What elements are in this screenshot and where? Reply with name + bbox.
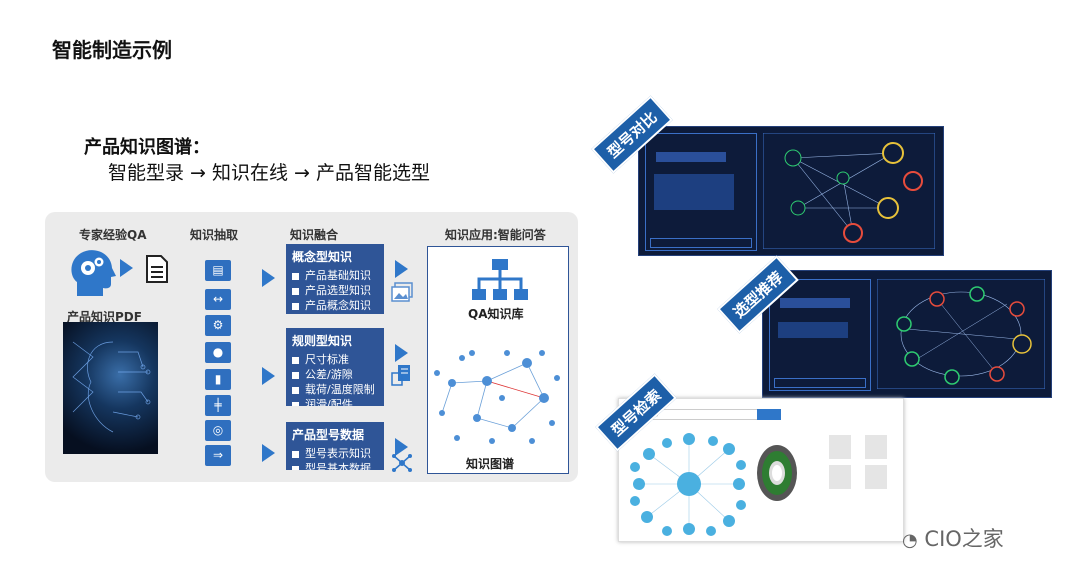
- model-data-box: 产品型号数据 型号表示知识 型号基本数据: [286, 422, 384, 470]
- box-title: 概念型知识: [292, 250, 353, 264]
- circuit-graphic: [72, 341, 151, 433]
- knowledge-diagram: 专家经验QA 知识抽取 知识融合 知识应用:智能问答 产品知识PDF ▤ ↔ ⚙…: [45, 212, 578, 482]
- recommend-screenshot: [762, 270, 1052, 398]
- document-icon: [146, 255, 168, 283]
- extract-dimension-icon: ↔: [205, 289, 231, 310]
- watermark: ◔ CIO之家: [902, 523, 1004, 553]
- col-expert-qa: 专家经验QA: [79, 228, 147, 242]
- images-icon: [391, 282, 413, 302]
- pdf-label: 产品知识PDF: [67, 310, 142, 324]
- col-extract: 知识抽取: [190, 228, 239, 242]
- search-button[interactable]: [757, 409, 781, 420]
- chat-bubble: [778, 322, 848, 338]
- product-thumb[interactable]: [865, 465, 887, 489]
- col-fusion: 知识融合: [290, 228, 339, 242]
- arrow-right-icon: [395, 260, 408, 278]
- box-item: 产品选型知识: [292, 283, 378, 298]
- box-item: 型号基本数据: [292, 461, 378, 470]
- box-title: 规则型知识: [292, 334, 353, 348]
- extract-shaft-icon: ⇒: [205, 445, 231, 466]
- chat-bubble: [654, 174, 734, 210]
- extract-pipe-icon: ╪: [205, 395, 231, 416]
- concept-knowledge-box: 概念型知识 产品基础知识 产品选型知识 产品概念知识: [286, 244, 384, 314]
- col-application: 知识应用:智能问答: [445, 228, 546, 242]
- chat-input[interactable]: [650, 238, 752, 248]
- extract-thermometer-icon: ▮: [205, 369, 231, 390]
- extract-drop-icon: ●: [205, 342, 231, 363]
- model-compare-screenshot: [638, 126, 944, 256]
- chat-bubble: [780, 298, 850, 308]
- arrow-right-icon: [395, 438, 408, 456]
- chat-panel: [769, 279, 871, 391]
- extract-doc-icon: ▤: [205, 260, 231, 281]
- arrow-right-icon: [262, 367, 275, 385]
- arrow-right-icon: [262, 269, 275, 287]
- list-export-icon: [391, 365, 410, 386]
- arrow-right-icon: [262, 444, 275, 462]
- section-subtitle: 产品知识图谱：: [84, 137, 210, 158]
- page-title: 智能制造示例: [52, 38, 172, 62]
- box-item: 公差/游隙: [292, 367, 378, 382]
- rule-knowledge-box: 规则型知识 尺寸标准 公差/游隙 载荷/温度限制 润滑/配件: [286, 328, 384, 406]
- chat-panel: [645, 133, 757, 251]
- application-panel: QA知识库 知识图谱: [427, 246, 569, 474]
- recommend-graph: [877, 279, 1045, 389]
- search-graph: [630, 433, 746, 536]
- product-thumb[interactable]: [829, 435, 851, 459]
- box-item: 型号表示知识: [292, 446, 378, 461]
- product-thumb[interactable]: [865, 435, 887, 459]
- box-item: 尺寸标准: [292, 352, 378, 367]
- arrow-right-icon: [395, 344, 408, 362]
- qa-library-label: QA知识库: [468, 307, 524, 321]
- arrow-right-icon: [120, 259, 133, 277]
- hierarchy-icon: [472, 259, 528, 300]
- box-item: 产品基础知识: [292, 268, 378, 283]
- knowledge-graph-image: [434, 350, 560, 444]
- chat-input[interactable]: [774, 378, 866, 388]
- share-nodes-icon: [392, 454, 412, 472]
- box-item: 载荷/温度限制: [292, 382, 378, 397]
- box-item: 产品概念知识: [292, 298, 378, 313]
- extract-gear-icon: ⚙: [205, 315, 231, 336]
- watermark-text: CIO之家: [924, 527, 1004, 551]
- ai-head-image: [63, 322, 158, 454]
- chat-bubble: [656, 152, 726, 162]
- knowledge-graph-label: 知识图谱: [466, 457, 515, 471]
- search-screenshot: 请输入型号: [618, 398, 904, 542]
- flow-text: 智能型录 → 知识在线 → 产品智能选型: [108, 162, 430, 184]
- bearing-image: [757, 445, 797, 501]
- extract-bearing-icon: ◎: [205, 420, 231, 441]
- box-title: 产品型号数据: [292, 428, 365, 442]
- compare-graph: [763, 133, 935, 249]
- box-item: 润滑/配件: [292, 397, 378, 406]
- product-thumb[interactable]: [829, 465, 851, 489]
- wechat-icon: ◔: [902, 530, 918, 551]
- expert-head-icon: [71, 250, 116, 296]
